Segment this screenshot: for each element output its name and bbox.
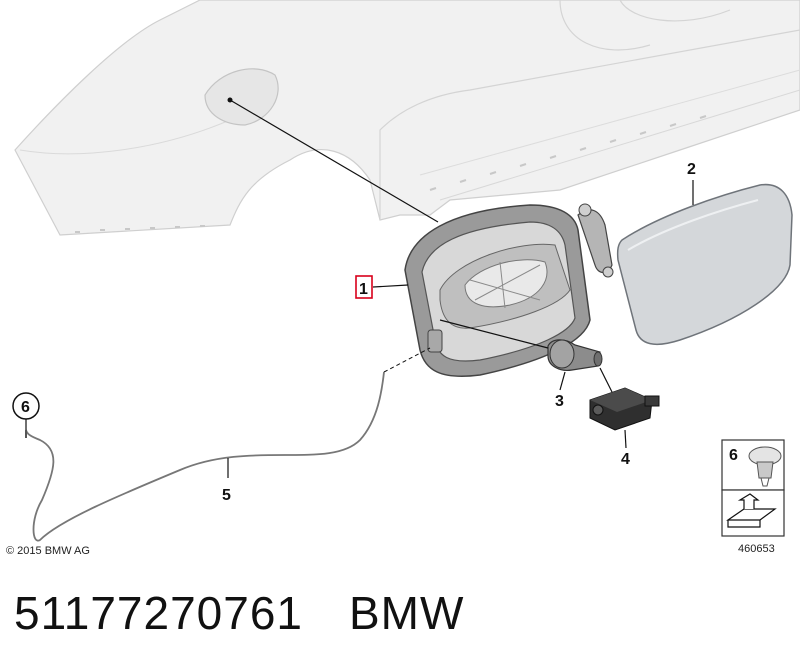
parts-diagram: 1 2 3 4 5 6 6 © 2015 BMW AG 460653: [6, 0, 800, 557]
callout-3[interactable]: 3: [555, 393, 564, 410]
part-title: 51177270761 BMW: [14, 586, 464, 640]
callout-2[interactable]: 2: [687, 161, 696, 178]
copyright-notice: © 2015 BMW AG: [6, 545, 90, 557]
leader-line-4: [624, 429, 627, 449]
direction-arrow-icon: [726, 493, 777, 528]
brand-name: BMW: [349, 587, 465, 639]
fuel-flap-cover: [616, 183, 793, 346]
legend-box: 6: [721, 439, 785, 537]
callout-5[interactable]: 5: [222, 487, 231, 504]
part-number: 51177270761: [14, 587, 303, 639]
actuator-pin: [547, 339, 603, 371]
callout-4[interactable]: 4: [621, 451, 630, 468]
callout-1[interactable]: 1: [359, 281, 368, 298]
fuel-filler-housing: [404, 203, 614, 377]
clip-icon: [748, 446, 782, 487]
diagram-number: 460653: [738, 543, 775, 555]
car-body-panel: [14, 0, 800, 236]
leader-line-3: [559, 371, 566, 391]
callout-6[interactable]: 6: [21, 399, 30, 416]
lock-actuator: [589, 387, 660, 431]
callout-1-highlight: [355, 275, 373, 299]
leader-line-body: [229, 99, 439, 223]
legend-box-label: 6: [729, 447, 738, 464]
release-cable: [25, 371, 385, 542]
